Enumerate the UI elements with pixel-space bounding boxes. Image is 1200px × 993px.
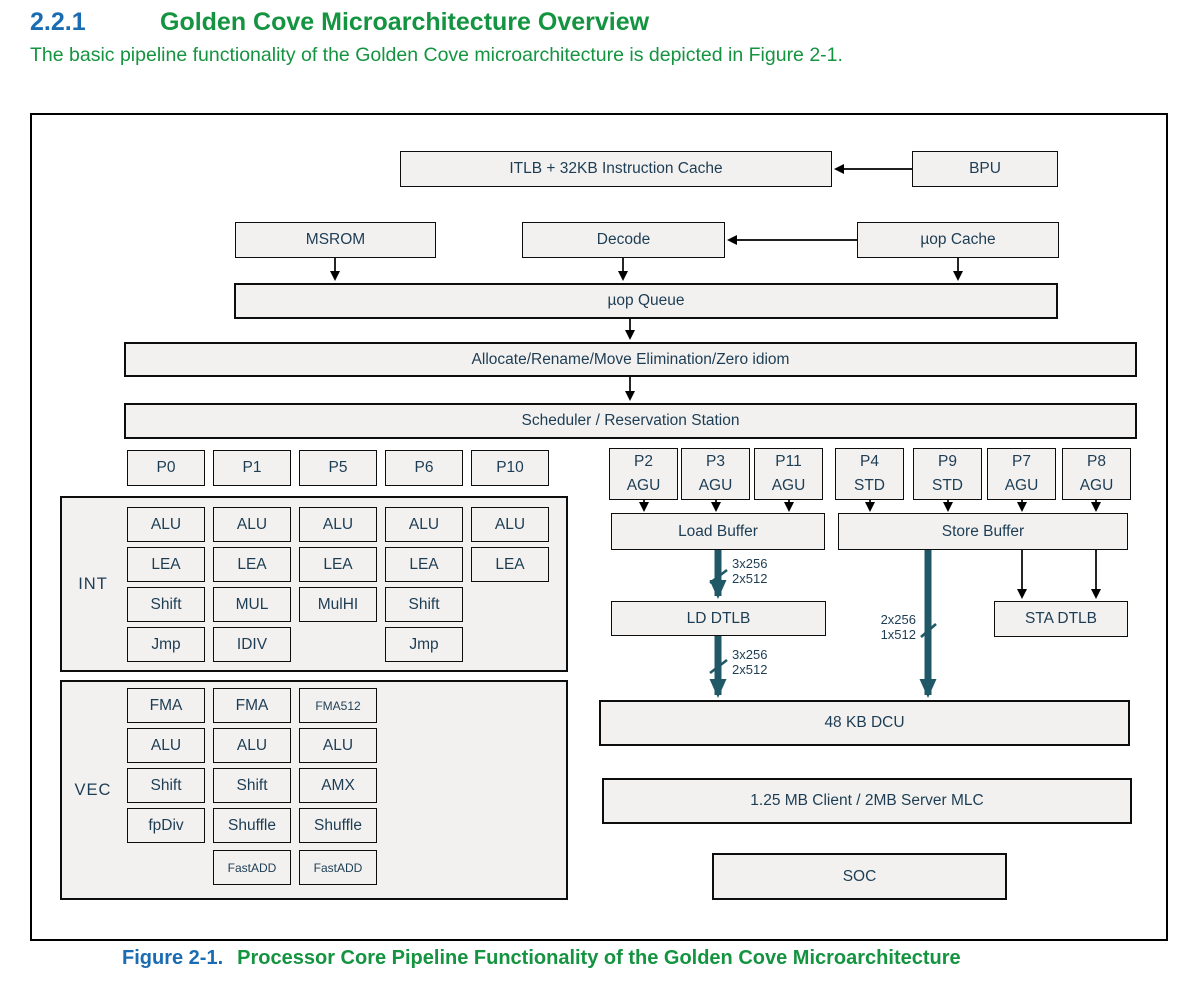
vec-p0-shift: Shift — [127, 768, 205, 803]
port-p5: P5 — [299, 450, 377, 486]
vec-p1-shuffle: Shuffle — [213, 808, 291, 843]
port-p2: P2 AGU — [609, 448, 678, 500]
msrom-box: MSROM — [235, 222, 436, 258]
int-p6-jmp: Jmp — [385, 627, 463, 662]
int-p6-alu: ALU — [385, 507, 463, 542]
decode-box: Decode — [522, 222, 725, 258]
port-p9-unit: STD — [932, 477, 963, 494]
section-number: 2.2.1 — [30, 8, 86, 36]
vec-p1-fma: FMA — [213, 688, 291, 723]
port-p3-name: P3 — [706, 452, 725, 470]
vec-p1-shift: Shift — [213, 768, 291, 803]
port-p8: P8 AGU — [1062, 448, 1131, 500]
int-p0-shift: Shift — [127, 587, 205, 622]
vec-p0-alu: ALU — [127, 728, 205, 763]
bus-label-ldtlb-to-dcu: 3x256 2x512 — [732, 647, 768, 677]
port-p2-name: P2 — [634, 452, 653, 470]
port-p7: P7 AGU — [987, 448, 1056, 500]
port-p3-unit: AGU — [698, 477, 733, 494]
figure-caption-row: Figure 2-1. Processor Core Pipeline Funct… — [122, 947, 961, 970]
sta-dtlb-box: STA DTLB — [994, 601, 1128, 637]
vec-p1-fastadd: FastADD — [213, 850, 291, 885]
scheduler-box: Scheduler / Reservation Station — [124, 403, 1137, 439]
int-p0-alu: ALU — [127, 507, 205, 542]
load-buffer-box: Load Buffer — [611, 513, 825, 550]
pipeline-diagram: ITLB + 32KB Instruction Cache BPU MSROM … — [30, 113, 1168, 941]
store-buffer-box: Store Buffer — [838, 513, 1128, 550]
bus-label-load-to-ldtlb: 3x256 2x512 — [732, 556, 768, 586]
int-p1-lea: LEA — [213, 547, 291, 582]
port-p7-name: P7 — [1012, 452, 1031, 470]
int-p0-jmp: Jmp — [127, 627, 205, 662]
int-p5-mulhi: MulHI — [299, 587, 377, 622]
port-p4: P4 STD — [835, 448, 904, 500]
port-p9-name: P9 — [938, 452, 957, 470]
port-p4-name: P4 — [860, 452, 879, 470]
vec-p5-amx: AMX — [299, 768, 377, 803]
vec-p0-fma: FMA — [127, 688, 205, 723]
intro-text: The basic pipeline functionality of the … — [30, 44, 843, 66]
figure-caption: Processor Core Pipeline Functionality of… — [237, 947, 961, 969]
vec-p1-alu: ALU — [213, 728, 291, 763]
int-p1-idiv: IDIV — [213, 627, 291, 662]
port-p3: P3 AGU — [681, 448, 750, 500]
ld-dtlb-box: LD DTLB — [611, 601, 826, 636]
vec-p5-alu: ALU — [299, 728, 377, 763]
dcu-box: 48 KB DCU — [599, 700, 1130, 746]
port-p0: P0 — [127, 450, 205, 486]
int-p0-lea: LEA — [127, 547, 205, 582]
port-p11-name: P11 — [775, 452, 802, 470]
vec-p5-shuffle: Shuffle — [299, 808, 377, 843]
int-p1-mul: MUL — [213, 587, 291, 622]
vec-p0-fpdiv: fpDiv — [127, 808, 205, 843]
int-group-label: INT — [78, 574, 108, 593]
vec-p5-fastadd: FastADD — [299, 850, 377, 885]
bpu-box: BPU — [912, 151, 1058, 187]
int-p5-alu: ALU — [299, 507, 377, 542]
port-p10: P10 — [471, 450, 549, 486]
int-p5-lea: LEA — [299, 547, 377, 582]
int-p6-lea: LEA — [385, 547, 463, 582]
vec-p5-fma512: FMA512 — [299, 688, 377, 723]
soc-box: SOC — [712, 853, 1007, 900]
uop-queue-box: µop Queue — [234, 283, 1058, 319]
itlb-instruction-cache-box: ITLB + 32KB Instruction Cache — [400, 151, 832, 187]
bus-label-store-to-dcu: 2x256 1x512 — [880, 612, 916, 642]
section-title: Golden Cove Microarchitecture Overview — [160, 8, 650, 36]
port-p8-unit: AGU — [1079, 477, 1114, 494]
port-p1: P1 — [213, 450, 291, 486]
port-p8-name: P8 — [1087, 452, 1106, 470]
mlc-box: 1.25 MB Client / 2MB Server MLC — [602, 778, 1132, 824]
port-p2-unit: AGU — [626, 477, 661, 494]
port-p6: P6 — [385, 450, 463, 486]
figure-label: Figure 2-1. — [122, 947, 224, 969]
port-p4-unit: STD — [854, 477, 885, 494]
port-p7-unit: AGU — [1004, 477, 1039, 494]
int-p1-alu: ALU — [213, 507, 291, 542]
int-p10-alu: ALU — [471, 507, 549, 542]
int-p10-lea: LEA — [471, 547, 549, 582]
int-p6-shift: Shift — [385, 587, 463, 622]
port-p9: P9 STD — [913, 448, 982, 500]
vec-group-label: VEC — [74, 780, 112, 799]
allocate-rename-box: Allocate/Rename/Move Elimination/Zero id… — [124, 342, 1137, 377]
port-p11: P11 AGU — [754, 448, 823, 500]
port-p11-unit: AGU — [771, 477, 806, 494]
uop-cache-box: µop Cache — [857, 222, 1059, 258]
